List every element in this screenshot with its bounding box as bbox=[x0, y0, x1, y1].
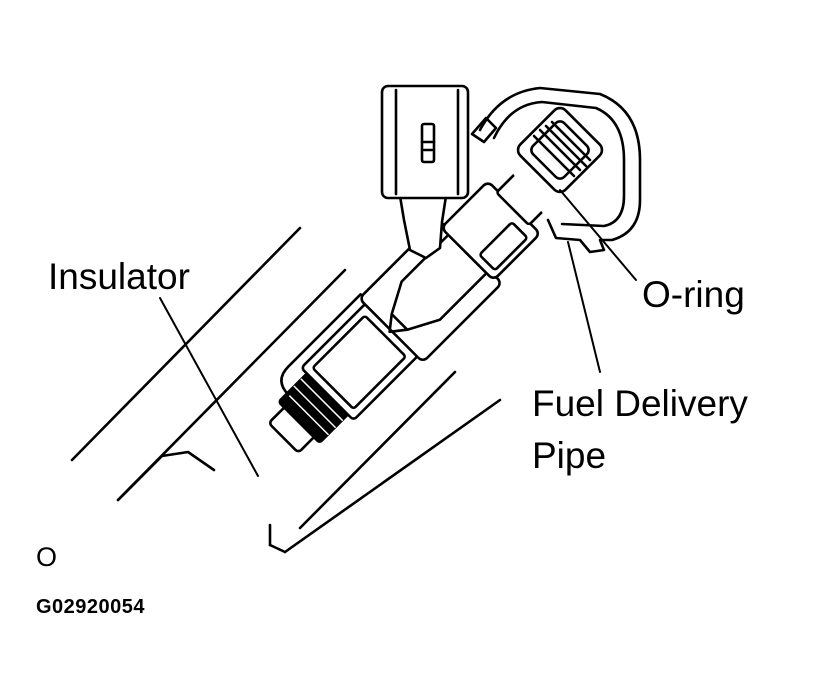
figure-code: G02920054 bbox=[36, 596, 146, 618]
fuel-delivery-pipe-label: Fuel Delivery Pipe bbox=[532, 378, 748, 482]
fuel-delivery-pipe bbox=[470, 86, 642, 254]
leader-lines bbox=[159, 189, 637, 477]
fuel-delivery-pipe-label-line1: Fuel Delivery bbox=[532, 383, 748, 424]
electrical-connector bbox=[380, 84, 470, 260]
fuel-delivery-pipe-label-line2: Pipe bbox=[532, 435, 607, 476]
pipe-leader-line bbox=[567, 241, 601, 373]
corner-mark: O bbox=[36, 542, 58, 572]
insulator-label: Insulator bbox=[48, 256, 190, 297]
insulator-leader-line bbox=[159, 297, 259, 477]
o-ring-label: O-ring bbox=[642, 274, 745, 315]
o-ring-leader-line bbox=[559, 189, 637, 281]
